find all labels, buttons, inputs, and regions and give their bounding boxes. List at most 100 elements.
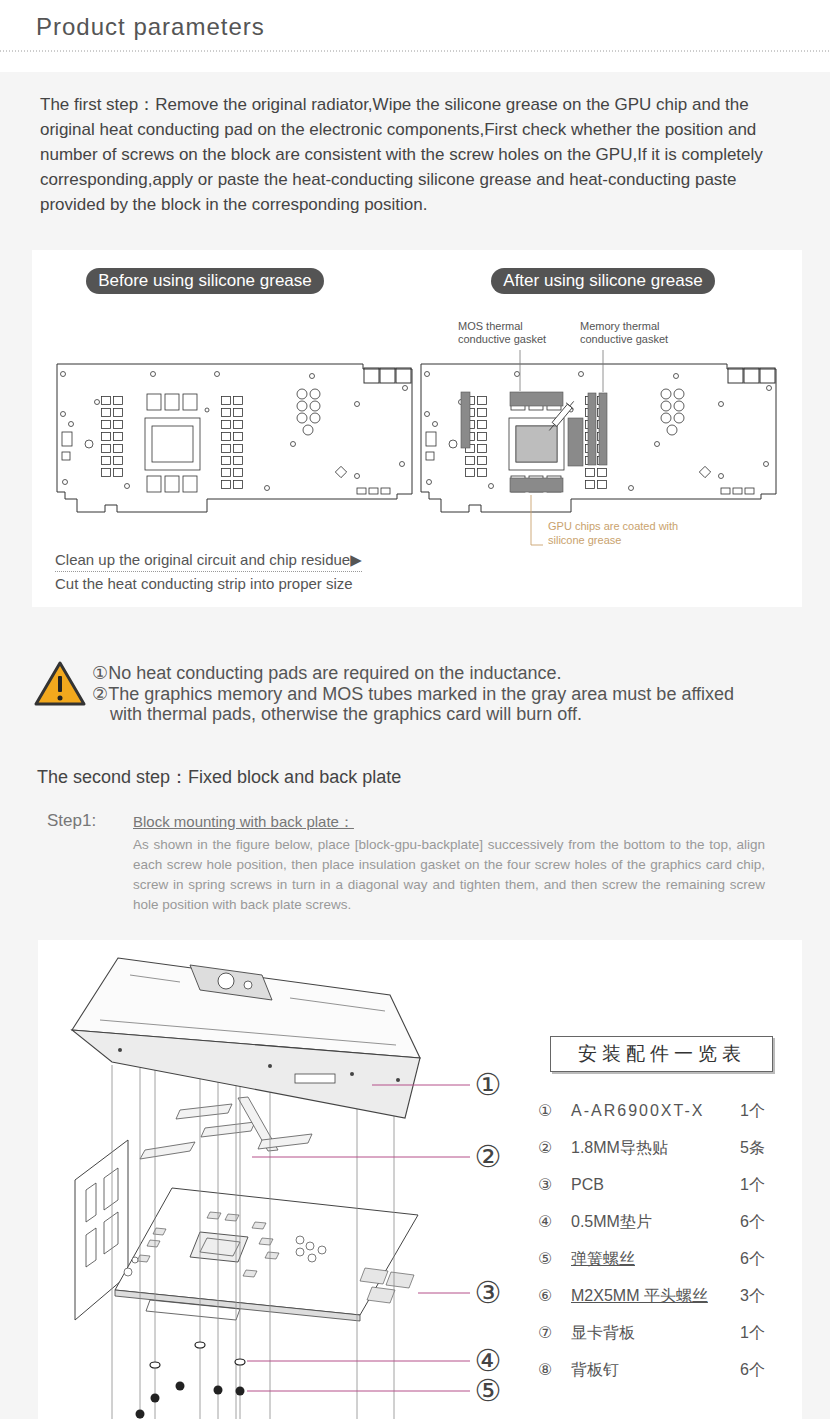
- mounting-guide-line: [270, 1090, 271, 1419]
- part-number: ⑧: [538, 1359, 552, 1381]
- warning-icon: [58, 676, 62, 692]
- syringe-icon: [570, 401, 574, 406]
- part-name: 显卡背板: [571, 1322, 635, 1344]
- pcb-drawing: [147, 394, 161, 410]
- pcb-drawing: [355, 402, 360, 407]
- mounting-guide-line: [200, 1076, 201, 1419]
- graphics-card-pcb: [296, 1248, 304, 1256]
- water-block: [290, 998, 385, 1011]
- syringe-icon: [566, 403, 574, 409]
- water-block: [268, 1064, 272, 1068]
- graphics-card-pcb: [265, 1252, 279, 1259]
- water-block: [350, 1072, 354, 1076]
- part-name: 1.8MM导热贴: [571, 1137, 668, 1159]
- pcb-drawing: [297, 401, 307, 411]
- pcb-drawing: [63, 480, 68, 485]
- mounting-guide-line: [112, 1065, 113, 1419]
- graphics-card-pcb: [207, 1212, 221, 1219]
- pcb-drawing: [61, 412, 66, 417]
- graphics-card-pcb: [147, 1240, 160, 1247]
- step-label: Step1:: [47, 811, 96, 831]
- pcb-drawing: [221, 396, 243, 492]
- syringe-icon: [545, 398, 577, 434]
- callout-leader: [247, 1361, 470, 1362]
- callout-leader: [247, 1085, 470, 1391]
- callout-leader: [418, 1293, 470, 1294]
- graphics-card-pcb: [104, 1212, 118, 1254]
- pcb-drawing: [310, 401, 320, 411]
- water-block: [72, 958, 420, 1118]
- graphics-card-pcb: [225, 1214, 239, 1221]
- graphics-card-pcb: [124, 1236, 326, 1276]
- screw-parts: [151, 1394, 160, 1403]
- warning-note: ①No heat conducting pads are required on…: [92, 662, 561, 684]
- pcb-drawing: [310, 413, 320, 423]
- callout-leader: [252, 1157, 470, 1158]
- graphics-card-pcb: [137, 1255, 150, 1262]
- caption: Cut the heat conducting strip into prope…: [55, 574, 353, 593]
- water-block: [190, 965, 272, 1000]
- graphics-card-pcb: [115, 1290, 360, 1321]
- pcb-drawing: [400, 462, 405, 467]
- graphics-card-pcb: [132, 1257, 138, 1263]
- thermal-pad: [568, 418, 583, 466]
- thermal-pad: [461, 392, 470, 448]
- callout-number: ⑤: [466, 1373, 510, 1409]
- callout-number: ①: [466, 1067, 510, 1103]
- pcb-drawing: [85, 440, 93, 448]
- node-text: After using silicone grease: [503, 271, 702, 291]
- part-name: PCB: [571, 1174, 604, 1196]
- graphics-card-pcb: [137, 1212, 414, 1303]
- part-name: M2X5MM 平头螺丝: [571, 1285, 708, 1307]
- pcb-drawing: [69, 422, 74, 427]
- leader-line: [531, 495, 543, 545]
- thermal-pad: [201, 1122, 255, 1137]
- water-block: [100, 1020, 396, 1045]
- mounting-guide-line: [140, 1068, 141, 1419]
- section-heading: The second step：Fixed block and back pla…: [37, 766, 401, 788]
- callout-leader: [372, 1085, 470, 1086]
- syringe-icon: [549, 424, 554, 430]
- pcb-drawing: [303, 425, 313, 435]
- screw-parts: [236, 1387, 245, 1396]
- syringe-icon: [552, 404, 572, 426]
- graphics-card-pcb: [200, 1238, 240, 1256]
- pcb-drawing: [297, 389, 307, 399]
- pcb-drawing: [297, 413, 307, 423]
- mounting-guide-line: [236, 1083, 237, 1419]
- screw-parts: [235, 1359, 245, 1365]
- thermal-pad: [510, 478, 563, 492]
- graphics-card-pcb: [259, 1238, 273, 1245]
- leader-line: [531, 495, 543, 545]
- graphics-card-pcb: [243, 1270, 257, 1277]
- pcb-drawing: [205, 408, 209, 412]
- pcb-drawing: [183, 476, 197, 492]
- callout-number: ③: [466, 1275, 510, 1311]
- node-text: Before using silicone grease: [98, 271, 312, 291]
- pcb-drawing: [291, 442, 296, 447]
- thermal-pad: [588, 393, 596, 465]
- thermal-pad: [258, 1134, 312, 1149]
- part-quantity: 5条: [740, 1137, 765, 1159]
- step-paragraph: The first step：Remove the original radia…: [40, 92, 792, 217]
- part-number: ③: [538, 1174, 552, 1196]
- thermal-pad: [461, 392, 607, 492]
- part-number: ⑦: [538, 1322, 552, 1344]
- illustration-panel: [38, 940, 802, 1419]
- mounting-guide-line: [112, 1065, 394, 1419]
- part-name: 0.5MM垫片: [571, 1211, 652, 1233]
- water-block: [396, 1078, 400, 1082]
- graphics-card-pcb: [367, 1287, 395, 1303]
- graphics-card-pcb: [124, 1268, 132, 1276]
- pcb-drawing: [165, 476, 179, 492]
- part-quantity: 6个: [740, 1248, 765, 1270]
- pcb-drawing: [265, 486, 270, 491]
- part-quantity: 1个: [740, 1100, 765, 1122]
- warning-icon: [36, 663, 84, 704]
- pcb-drawing: [183, 394, 197, 410]
- water-block: [244, 981, 252, 989]
- graphics-card-pcb: [252, 1222, 266, 1229]
- warning-icon: [58, 696, 63, 701]
- part-number: ②: [538, 1137, 552, 1159]
